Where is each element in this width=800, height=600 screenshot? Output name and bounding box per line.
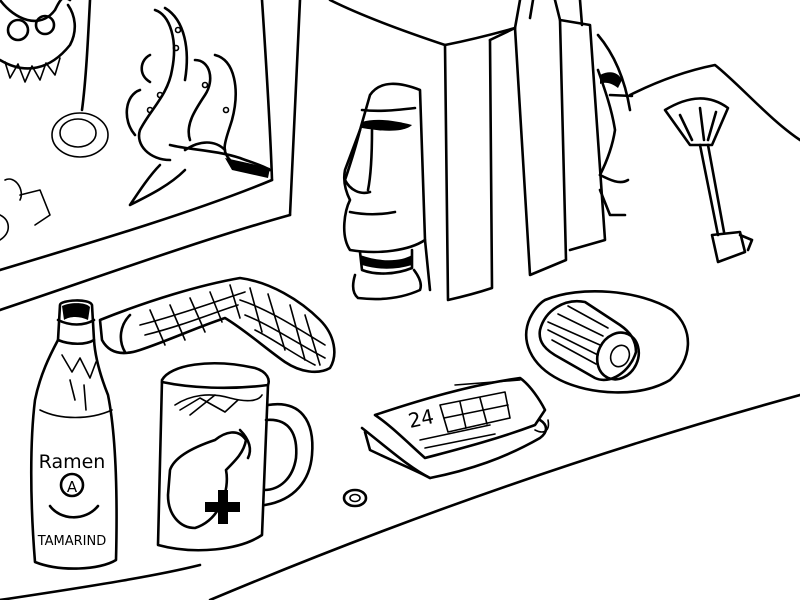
- bottle-label-name: Ramen: [39, 451, 106, 473]
- shelf-frame: [0, 0, 302, 312]
- glass-beer-mug: [156, 362, 314, 552]
- ring-washer: [342, 488, 368, 508]
- calendar-day: 24: [406, 404, 436, 433]
- plaid-sock: [98, 276, 336, 374]
- plate-with-thread-spool: [525, 290, 690, 394]
- bottle-label-glyph: A: [67, 478, 78, 496]
- moai-bookend: [342, 82, 432, 301]
- ramen-sauce-bottle: Ramen A TAMARIND: [29, 299, 118, 570]
- moai-bookend-rear: [596, 68, 630, 217]
- book-stack: [328, 0, 632, 302]
- plus-icon: [205, 490, 240, 524]
- foam-finger-icon: [166, 431, 248, 530]
- desk-calendar: 24: [360, 376, 550, 480]
- reacher-grabber-tool: [663, 97, 754, 264]
- desk-surface: [0, 63, 800, 600]
- bottle-label-brand: TAMARIND: [37, 534, 107, 549]
- tentacle-creature: [125, 6, 272, 207]
- monster-poster: [0, 0, 109, 241]
